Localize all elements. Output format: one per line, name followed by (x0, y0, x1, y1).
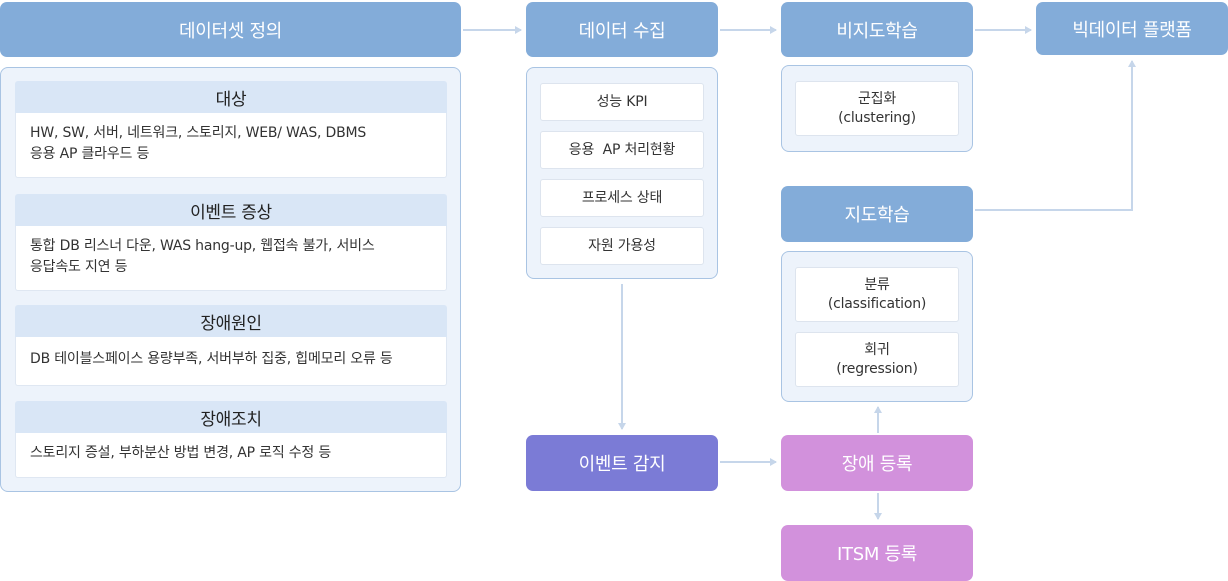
itsm-registration-box: ITSM 등록 (781, 525, 973, 581)
collection-item-text: 성능 KPI (596, 93, 648, 110)
section-title-fault-cause-text: 장애원인 (200, 313, 262, 334)
section-title-fault-action: 장애조치 (15, 401, 447, 433)
unsupervised-learning-header: 비지도학습 (781, 2, 973, 57)
fault-registration-title: 장애 등록 (841, 454, 913, 475)
section-line: 응답속도 지연 등 (30, 259, 128, 275)
clustering-english: (clustering) (838, 109, 916, 126)
section-title-event-symptom-text: 이벤트 증상 (190, 202, 272, 223)
section-line: 스토리지 증설, 부하분산 방법 변경, AP 로직 수정 등 (30, 445, 332, 461)
supervised-learning-title: 지도학습 (844, 205, 910, 226)
section-title-event-symptom: 이벤트 증상 (15, 194, 447, 226)
collection-item-text: 응용 AP 처리현황 (568, 141, 676, 158)
section-body-fault-cause: DB 테이블스페이스 용량부족, 서버부하 집중, 힙메모리 오류 등 (15, 337, 447, 386)
section-body-target: HW, SW, 서버, 네트워크, 스토리지, WEB/ WAS, DBMS 응… (15, 113, 447, 178)
classification-english: (classification) (827, 295, 927, 312)
regression-item: 회귀 (regression) (795, 332, 959, 387)
section-title-target-text: 대상 (215, 89, 247, 110)
classification-name: 분류 (864, 276, 890, 293)
itsm-registration-title: ITSM 등록 (836, 544, 917, 565)
dataset-definition-header: 데이터셋 정의 (0, 2, 461, 57)
classification-item: 분류 (classification) (795, 267, 959, 322)
big-data-platform-title: 빅데이터 플랫폼 (1072, 19, 1192, 41)
section-line: DB 테이블스페이스 용량부족, 서버부하 집중, 힙메모리 오류 등 (30, 351, 393, 367)
big-data-platform-header: 빅데이터 플랫폼 (1036, 2, 1228, 55)
fault-registration-box: 장애 등록 (781, 435, 973, 491)
section-title-target: 대상 (15, 81, 447, 113)
collection-item-text: 자원 가용성 (588, 237, 656, 254)
data-collection-title: 데이터 수집 (578, 20, 666, 42)
dataset-definition-panel: 대상 HW, SW, 서버, 네트워크, 스토리지, WEB/ WAS, DBM… (0, 67, 461, 492)
collection-item-resource-availability: 자원 가용성 (540, 227, 704, 265)
regression-name: 회귀 (864, 341, 890, 358)
data-collection-header: 데이터 수집 (526, 2, 718, 57)
collection-item-text: 프로세스 상태 (581, 189, 663, 206)
section-line: 응용 AP 클라우드 등 (30, 146, 150, 162)
unsupervised-learning-title: 비지도학습 (836, 20, 918, 42)
supervised-learning-panel: 분류 (classification) 회귀 (regression) (781, 251, 973, 402)
event-detection-title: 이벤트 감지 (578, 454, 666, 475)
unsupervised-learning-panel: 군집화 (clustering) (781, 65, 973, 152)
collection-item-performance-kpi: 성능 KPI (540, 83, 704, 121)
clustering-item: 군집화 (clustering) (795, 81, 959, 136)
section-line: HW, SW, 서버, 네트워크, 스토리지, WEB/ WAS, DBMS (30, 125, 367, 141)
dataset-definition-title: 데이터셋 정의 (179, 20, 282, 42)
section-line: 통합 DB 리스너 다운, WAS hang-up, 웹접속 불가, 서비스 (30, 238, 375, 254)
supervised-learning-header: 지도학습 (781, 186, 973, 242)
collection-item-ap-status: 응용 AP 처리현황 (540, 131, 704, 169)
section-title-fault-cause: 장애원인 (15, 305, 447, 337)
section-body-fault-action: 스토리지 증설, 부하분산 방법 변경, AP 로직 수정 등 (15, 433, 447, 478)
event-detection-box: 이벤트 감지 (526, 435, 718, 491)
section-title-fault-action-text: 장애조치 (200, 409, 262, 430)
clustering-name: 군집화 (857, 90, 897, 107)
section-body-event-symptom: 통합 DB 리스너 다운, WAS hang-up, 웹접속 불가, 서비스 응… (15, 226, 447, 291)
regression-english: (regression) (836, 360, 918, 377)
arrow-supervised-to-bigdata (975, 60, 1136, 211)
collection-item-process-state: 프로세스 상태 (540, 179, 704, 217)
data-collection-panel: 성능 KPI 응용 AP 처리현황 프로세스 상태 자원 가용성 (526, 67, 718, 279)
